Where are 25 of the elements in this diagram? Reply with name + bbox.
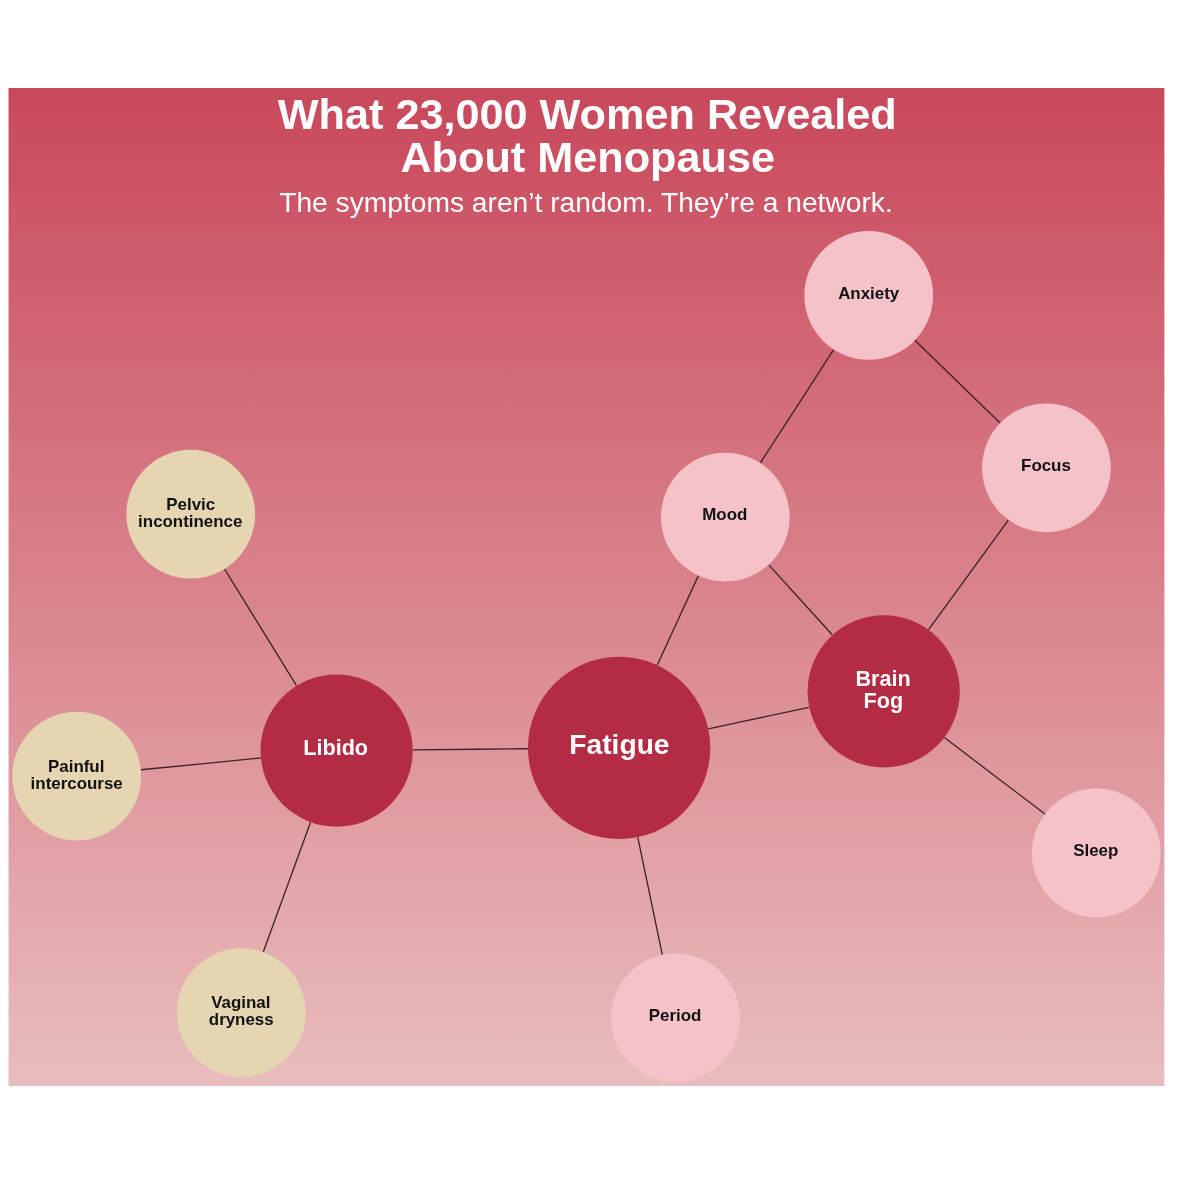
connector bbox=[656, 574, 699, 666]
connector bbox=[927, 519, 1009, 630]
connector bbox=[914, 339, 1001, 424]
connector bbox=[223, 567, 298, 686]
connector bbox=[412, 747, 529, 750]
node-circle: Libido bbox=[260, 673, 413, 827]
node-circle: Brain Fog bbox=[807, 614, 960, 767]
connector bbox=[262, 821, 312, 952]
node-circle: Anxiety bbox=[804, 230, 934, 360]
node-circle: Sleep bbox=[1031, 788, 1161, 917]
node-circle: Pelvic incontinence bbox=[126, 449, 256, 579]
connector bbox=[637, 836, 663, 955]
diagram-title: What 23,000 Women Revealed About Menopause bbox=[277, 89, 897, 181]
connector bbox=[140, 756, 262, 770]
node-circle: Fatigue bbox=[527, 656, 711, 839]
connector bbox=[943, 736, 1046, 815]
connector bbox=[759, 348, 835, 463]
node-circle: Vaginal dryness bbox=[176, 947, 306, 1077]
node-circle: Mood bbox=[660, 452, 790, 581]
connector bbox=[707, 706, 810, 729]
node-circle: Period bbox=[611, 952, 740, 1082]
connector bbox=[768, 564, 833, 635]
node-circle: Painful intercourse bbox=[12, 711, 142, 840]
label: The symptoms aren’t random. They’re a network. bbox=[279, 185, 893, 218]
node-circle: Focus bbox=[982, 403, 1111, 532]
